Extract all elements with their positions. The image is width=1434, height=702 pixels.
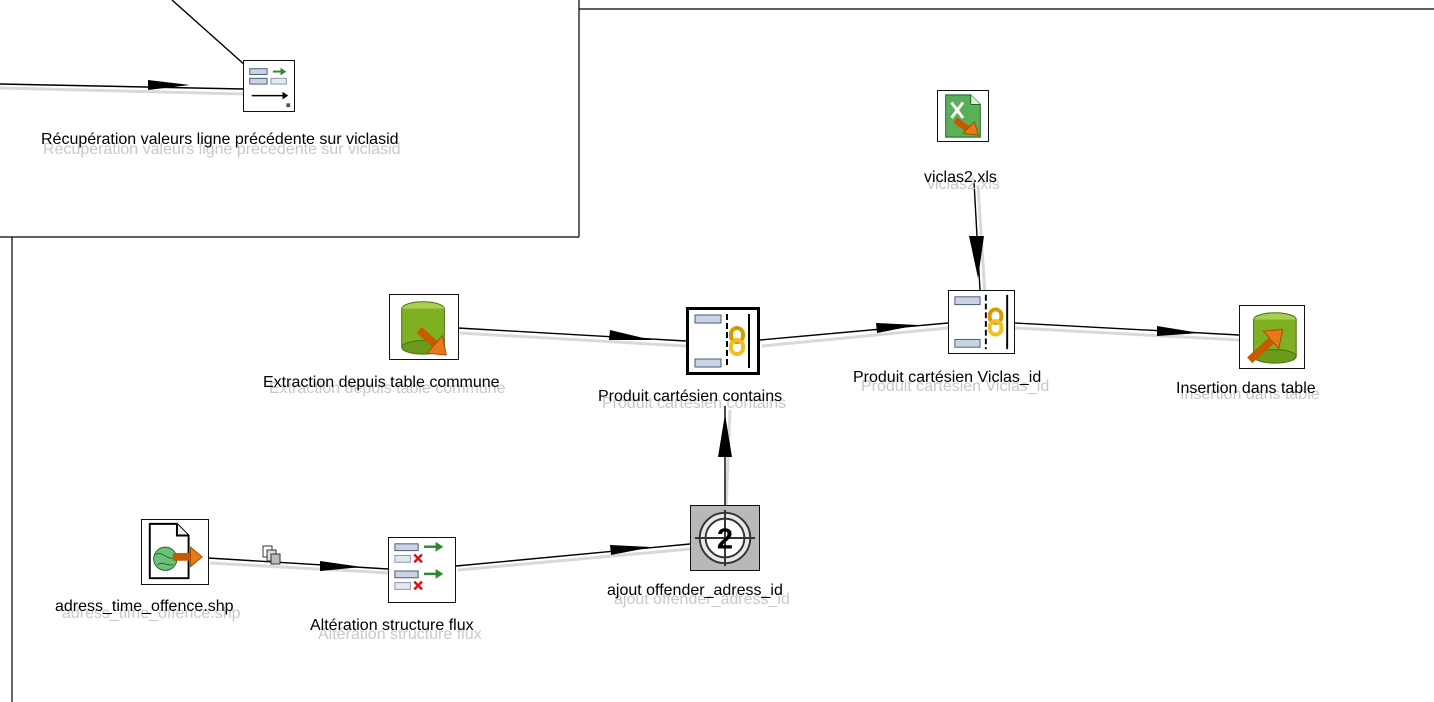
node-viclas-xls-label-shadow: viclas2.xls bbox=[927, 176, 1000, 193]
node-produit-contains[interactable] bbox=[686, 307, 760, 375]
excel-input-icon bbox=[945, 94, 981, 138]
node-extraction-label-shadow: Extraction depuis table commune bbox=[269, 380, 506, 397]
node-alteration[interactable] bbox=[388, 537, 456, 603]
node-recup-label-shadow: Récupération valeurs ligne précédente su… bbox=[43, 141, 401, 158]
node-ajout-label-shadow: ajout offender_adress_id bbox=[614, 591, 790, 608]
node-insertion[interactable] bbox=[1239, 305, 1305, 369]
node-produit-contains-label: Produit cartésien contains bbox=[598, 388, 783, 405]
node-viclas-xls[interactable] bbox=[937, 90, 989, 142]
node-extraction-label: Extraction depuis table commune bbox=[263, 374, 500, 391]
link-in-recup[interactable] bbox=[0, 83, 244, 90]
link-alteration-ajout[interactable] bbox=[455, 543, 691, 567]
row-link-icon bbox=[262, 545, 281, 565]
filter-columns-icon bbox=[394, 541, 444, 591]
node-alteration-label: Altération structure flux bbox=[310, 617, 474, 634]
node-adress-shp-label-shadow: adress_time_offence.shp bbox=[62, 605, 241, 622]
node-ajout[interactable]: 2 bbox=[690, 505, 760, 571]
node-recup[interactable] bbox=[243, 60, 295, 112]
svg-text:2: 2 bbox=[717, 524, 733, 556]
row-previous-values-icon bbox=[249, 67, 291, 108]
node-produit-contains-label-shadow: Produit cartésien contains bbox=[602, 395, 787, 412]
link-extraction-contains[interactable] bbox=[457, 327, 687, 342]
node-insertion-label: Insertion dans table bbox=[1176, 380, 1316, 397]
link-contains-viclas[interactable] bbox=[759, 322, 949, 341]
node-adress-shp[interactable] bbox=[141, 519, 209, 585]
join-link-icon bbox=[694, 314, 750, 368]
shapefile-input-icon bbox=[148, 522, 203, 580]
node-insertion-label-shadow: Insertion dans table bbox=[1180, 386, 1320, 403]
sequence-number-icon: 2 bbox=[691, 506, 759, 570]
node-produit-viclas[interactable] bbox=[948, 290, 1015, 354]
db-output-icon bbox=[1247, 312, 1297, 364]
node-produit-viclas-label-shadow: Produit cartésien Viclas_id bbox=[861, 378, 1050, 395]
node-alteration-label-shadow: Altération structure flux bbox=[318, 626, 482, 643]
node-recup-label: Récupération valeurs ligne précédente su… bbox=[41, 131, 399, 148]
subjob-frame-top bbox=[0, 0, 1434, 238]
node-viclas-xls-label: viclas2.xls bbox=[924, 169, 997, 186]
node-produit-viclas-label: Produit cartésien Viclas_id bbox=[853, 369, 1042, 386]
db-input-icon bbox=[401, 301, 447, 356]
link-arrowheads bbox=[148, 80, 1200, 571]
node-ajout-label: ajout offender_adress_id bbox=[607, 582, 783, 599]
link-viclas-insertion[interactable] bbox=[1014, 322, 1240, 336]
join-link-icon bbox=[954, 294, 1009, 350]
node-extraction[interactable] bbox=[389, 294, 459, 360]
node-adress-shp-label: adress_time_offence.shp bbox=[55, 598, 234, 615]
link-diagonal-recup[interactable] bbox=[171, 0, 247, 67]
